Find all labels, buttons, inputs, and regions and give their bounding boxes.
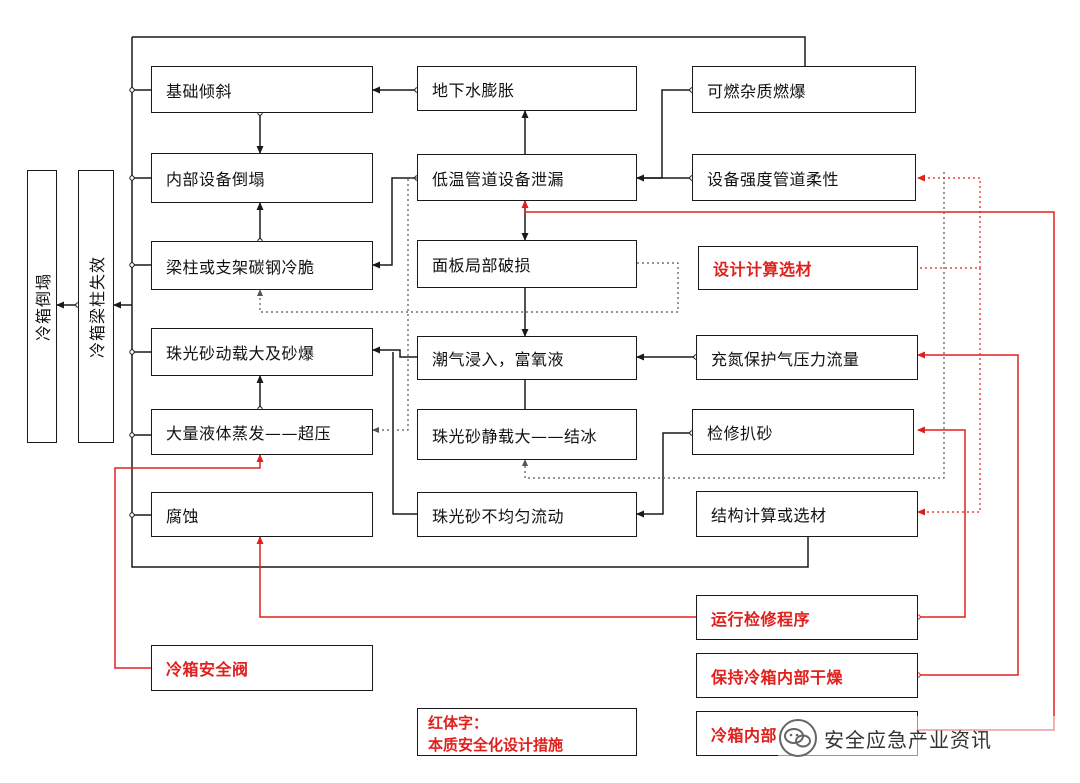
node-structure-calc-material: 结构计算或选材: [696, 491, 918, 537]
legend-title: 红体字：: [428, 714, 489, 732]
node-design-calc-material: 设计计算选材: [698, 246, 918, 290]
node-nitrogen-protection: 充氮保护气压力流量: [696, 335, 918, 380]
node-groundwater-expansion: 地下水膨胀: [417, 66, 637, 111]
legend-box: 红体字： 本质安全化设计措施: [417, 708, 637, 756]
node-panel-damage: 面板局部破损: [417, 240, 637, 288]
watermark-text: 安全应急产业资讯: [824, 727, 992, 752]
wechat-logo-icon: [779, 719, 817, 757]
node-coldbox-safety-valve: 冷箱安全阀: [151, 645, 373, 691]
node-operation-maintenance-procedure: 运行检修程序: [696, 595, 918, 640]
node-beam-failure: 冷箱梁柱失效: [78, 170, 114, 443]
connector-left-trunk: [131, 37, 809, 568]
node-keep-dry: 保持冷箱内部干燥: [696, 653, 918, 698]
node-maintenance-sand: 检修扒砂: [692, 409, 914, 455]
node-coldbox-collapse-label: 冷箱倒塌: [34, 272, 54, 341]
node-beam-failure-label: 冷箱梁柱失效: [88, 255, 108, 358]
node-equipment-strength-pipe-flex: 设备强度管道柔性: [692, 154, 916, 201]
node-moisture-oxygen: 潮气浸入，富氧液: [417, 336, 637, 380]
node-foundation-tilt: 基础倾斜: [151, 66, 373, 113]
node-perlite-uneven-flow: 珠光砂不均匀流动: [417, 492, 637, 537]
watermark: 安全应急产业资讯: [778, 716, 1078, 760]
node-liquid-evaporation: 大量液体蒸发——超压: [151, 409, 373, 455]
node-beam-brittle: 梁柱或支架碳钢冷脆: [151, 241, 373, 290]
legend-description: 本质安全化设计措施: [428, 736, 564, 754]
node-internal-equipment-collapse: 内部设备倒塌: [151, 153, 373, 203]
node-cryogenic-pipe-leak: 低温管道设备泄漏: [417, 154, 637, 201]
connector-top-loop: [132, 36, 806, 66]
node-corrosion: 腐蚀: [151, 492, 373, 537]
node-perlite-static-ice: 珠光砂静载大——结冰: [417, 409, 637, 460]
node-perlite-dynamic-load: 珠光砂动载大及砂爆: [151, 328, 373, 376]
node-combustible-explosion: 可燃杂质燃爆: [692, 66, 916, 113]
node-coldbox-collapse: 冷箱倒塌: [27, 170, 57, 443]
